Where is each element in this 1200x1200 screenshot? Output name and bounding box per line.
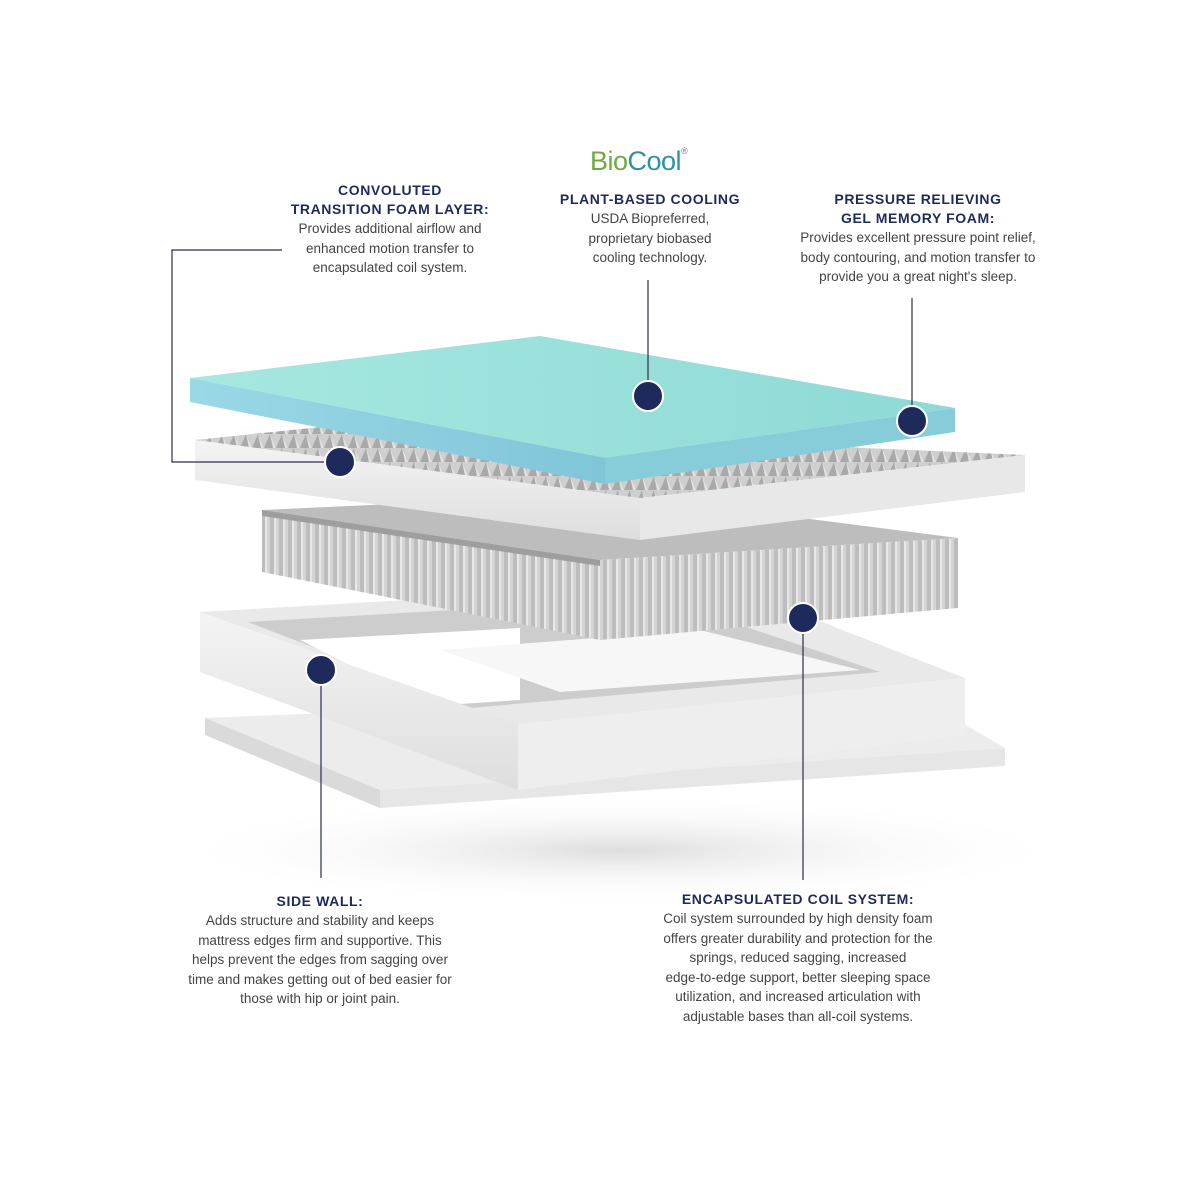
callout-title: PLANT-BASED COOLING: [535, 190, 765, 209]
callout-body-line: Provides additional airflow and: [298, 221, 482, 236]
callout-body-line: provide you a great night's sleep.: [819, 269, 1017, 284]
callout-encapsulated-coil-system: ENCAPSULATED COIL SYSTEM: Coil system su…: [622, 890, 974, 1026]
callout-plant-based-cooling: PLANT-BASED COOLING USDA Biopreferred, p…: [535, 190, 765, 268]
marker-dot-cooling: [632, 380, 664, 412]
callout-body-line: offers greater durability and protection…: [663, 930, 933, 946]
ground-shadow: [160, 795, 1080, 905]
callout-body-line: adjustable bases than all-coil systems.: [682, 1008, 914, 1024]
callout-gel-memory-foam: PRESSURE RELIEVING GEL MEMORY FOAM: Prov…: [768, 190, 1068, 287]
callout-body-line: Adds structure and stability and keeps: [205, 913, 435, 928]
callout-title: CONVOLUTED TRANSITION FOAM LAYER:: [270, 181, 510, 219]
callout-body-line: proprietary biobased: [588, 230, 712, 246]
marker-dot-transition: [324, 446, 356, 478]
callout-body-line: time and makes getting out of bed easier…: [188, 971, 452, 987]
callout-body-line: edge-to-edge support, better sleeping sp…: [665, 969, 931, 985]
callout-body-line: encapsulated coil system.: [312, 260, 468, 275]
logo-bio-text: Bio: [590, 146, 628, 176]
leader-lines: [171, 249, 913, 880]
callout-body-line: those with hip or joint pain.: [240, 991, 400, 1006]
callout-body-line: Coil system surrounded by high density f…: [663, 911, 933, 926]
callout-body-line: USDA Biopreferred,: [590, 211, 710, 226]
callout-title: ENCAPSULATED COIL SYSTEM:: [622, 890, 974, 909]
callout-body: Provides excellent pressure point relief…: [768, 228, 1068, 287]
logo-cool-text: Cool: [627, 146, 682, 176]
marker-dot-sidewall: [305, 654, 337, 686]
callout-body-line: helps prevent the edges from sagging ove…: [192, 952, 448, 967]
callout-title-line: CONVOLUTED: [338, 182, 442, 198]
callout-body-line: springs, reduced sagging, increased: [689, 950, 907, 965]
marker-dot-coil: [787, 602, 819, 634]
marker-dot-gel: [896, 405, 928, 437]
callout-body-line: mattress edges firm and supportive. This: [198, 932, 442, 948]
biocool-logo: BioCool®: [590, 146, 720, 177]
callout-title-line: GEL MEMORY FOAM:: [840, 210, 995, 226]
callout-title: PRESSURE RELIEVING GEL MEMORY FOAM:: [768, 190, 1068, 228]
callout-title-line: PRESSURE RELIEVING: [834, 191, 1002, 207]
callout-body: USDA Biopreferred, proprietary biobased …: [535, 209, 765, 268]
marker-dots: [305, 380, 928, 686]
gel-memory-foam-layer: [190, 336, 955, 484]
leader-line-transition: [171, 249, 340, 463]
callout-body-line: Provides excellent pressure point relief…: [800, 230, 1036, 245]
callout-body: Adds structure and stability and keeps m…: [150, 911, 490, 1009]
callout-title: SIDE WALL:: [150, 892, 490, 911]
callout-title-line: TRANSITION FOAM LAYER:: [290, 201, 490, 217]
callout-body-line: body contouring, and motion transfer to: [800, 249, 1036, 265]
callout-body-line: cooling technology.: [592, 250, 708, 265]
callout-title-line: ENCAPSULATED COIL SYSTEM:: [681, 891, 915, 907]
callout-title-line: PLANT-BASED COOLING: [559, 191, 741, 207]
callout-body: Coil system surrounded by high density f…: [622, 909, 974, 1026]
callout-body-line: utilization, and increased articulation …: [675, 989, 921, 1004]
callout-body: Provides additional airflow and enhanced…: [270, 219, 510, 278]
callout-body-line: enhanced motion transfer to: [305, 240, 475, 256]
callout-transition-foam: CONVOLUTED TRANSITION FOAM LAYER: Provid…: [270, 181, 510, 278]
callout-title-line: SIDE WALL:: [276, 893, 364, 909]
logo-registered-mark: ®: [681, 146, 688, 156]
callout-side-wall: SIDE WALL: Adds structure and stability …: [150, 892, 490, 1009]
